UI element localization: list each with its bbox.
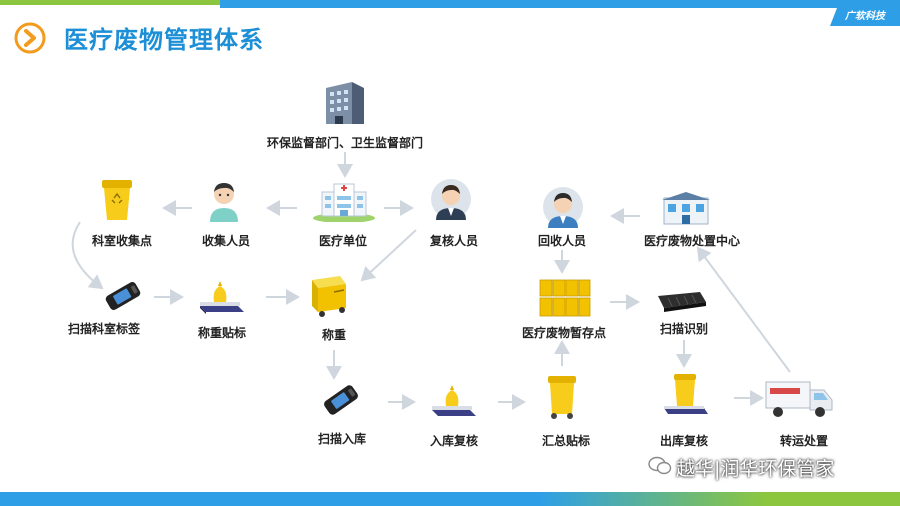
node-temp-storage: 医疗废物暂存点 [521,326,607,340]
watermark: 越华|润华环保管家 [676,458,835,480]
node-transport: 转运处置 [779,434,829,448]
node-reviewer: 复核人员 [429,234,479,248]
collector-person-icon [210,183,238,222]
arrow-point-to-scan [71,221,104,290]
storage-bins-icon [539,279,591,317]
reviewer-person-icon [431,179,471,220]
hospital-icon [313,183,375,222]
scan-conveyor-icon [658,292,706,312]
node-scan-dept-label: 扫描科室标签 [67,322,141,336]
bottom-accent-bar [0,492,900,506]
node-summary-label: 汇总贴标 [541,434,591,448]
handheld-scanner-icon [105,282,141,310]
arrow-reviewer-to-weigh [360,229,417,282]
recycler-person-icon [543,187,583,228]
chevron-right-icon [14,22,46,54]
node-in-review: 入库复核 [429,434,479,448]
handheld-scanner-icon [324,385,358,415]
wheelie-bin-icon [548,376,576,419]
page-title: 医疗废物管理体系 [64,26,264,54]
top-accent-blue [220,0,900,8]
arrow-transport-to-center [696,246,791,373]
transport-truck-icon [765,381,833,417]
waste-cart-icon [312,276,346,317]
yellow-waste-bin-icon [102,180,132,220]
node-medical-unit: 医疗单位 [318,234,368,248]
node-recycler: 回收人员 [537,234,587,248]
node-dept-collect-point: 科室收集点 [91,234,153,248]
node-collector: 收集人员 [201,234,251,248]
node-out-review: 出库复核 [659,434,709,448]
wechat-icon [648,456,672,475]
node-supervision: 环保监督部门、卫生监督部门 [266,136,424,150]
node-weigh-label: 称重贴标 [197,326,247,340]
node-disposal-center: 医疗废物处置中心 [643,234,741,248]
bin-on-scale-icon [664,374,708,414]
top-accent-green [0,0,220,5]
scale-with-bag-icon [432,385,476,416]
node-scan-identify: 扫描识别 [659,322,709,336]
node-weigh: 称重 [321,328,347,342]
scale-with-bag-icon [200,281,244,314]
node-scan-in: 扫描入库 [317,432,367,446]
disposal-center-icon [662,192,710,225]
top-accent-bar [0,0,900,10]
brand-tab: 广软科技 [830,8,900,26]
government-building-icon [326,82,364,124]
